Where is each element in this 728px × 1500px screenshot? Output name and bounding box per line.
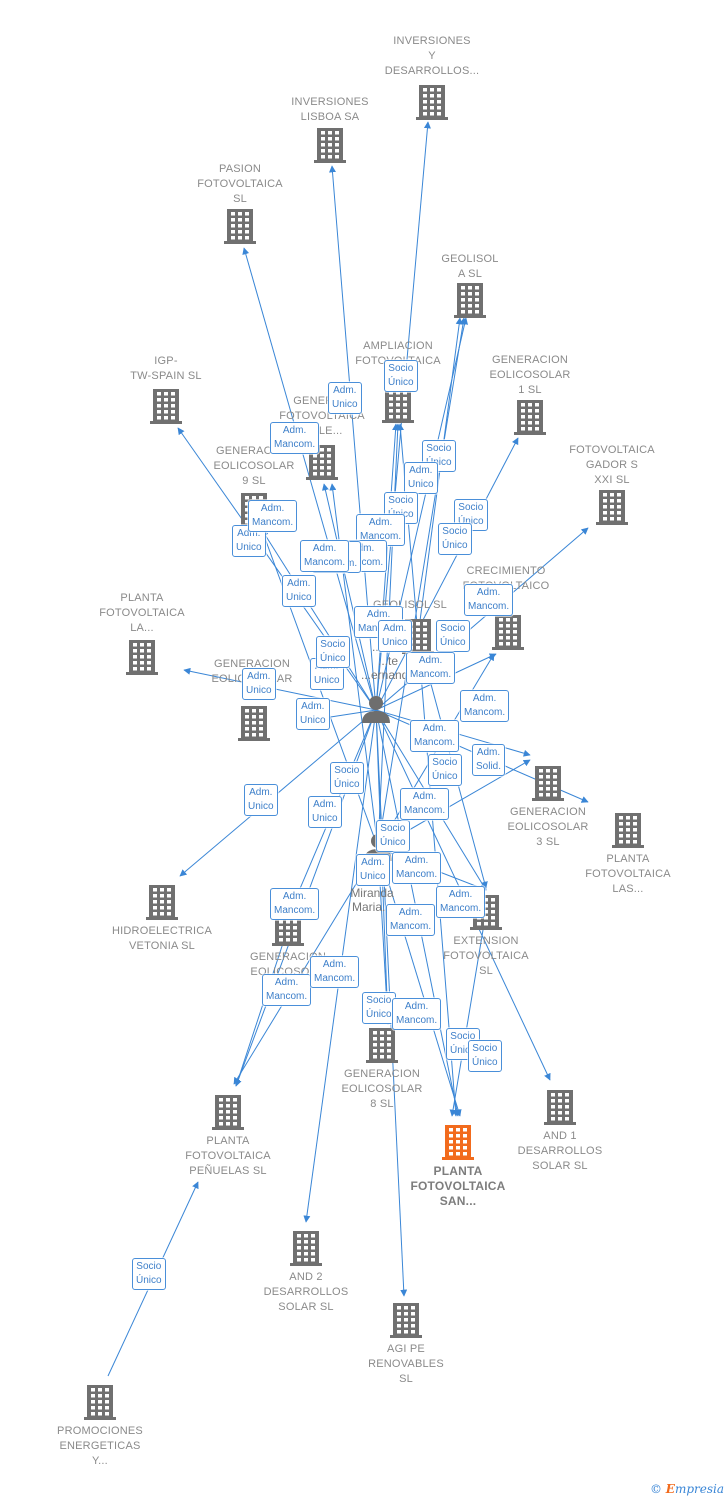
building-icon[interactable] xyxy=(84,1385,116,1420)
role-badge[interactable]: Adm. Mancom. xyxy=(406,652,456,684)
company-label[interactable]: AND 2 DESARROLLOS SOLAR SL xyxy=(263,1271,349,1313)
role-badge[interactable]: Adm. Unico xyxy=(282,575,316,607)
relationship-edge xyxy=(233,847,379,1085)
building-icon[interactable] xyxy=(532,766,564,801)
role-badge[interactable]: Adm. Mancom. xyxy=(400,788,450,820)
role-badge[interactable]: Adm. Mancom. xyxy=(436,886,486,918)
brand-name: mpresia xyxy=(674,1482,724,1496)
building-icon[interactable] xyxy=(454,283,486,318)
building-icon[interactable] xyxy=(150,389,182,424)
role-badge[interactable]: Adm. Unico xyxy=(244,784,278,816)
role-badge[interactable]: Socio Único xyxy=(438,523,472,555)
company-label[interactable]: AND 1 DESARROLLOS SOLAR SL xyxy=(517,1130,603,1172)
icon-layer xyxy=(84,85,644,1420)
company-label[interactable]: PLANTA FOTOVOLTAICA SAN... xyxy=(410,1164,506,1208)
role-badge[interactable]: Adm. Mancom. xyxy=(392,852,442,884)
brand-footer: © Empresia xyxy=(650,1482,724,1496)
role-badge[interactable]: Adm. Mancom. xyxy=(310,956,360,988)
role-badge[interactable]: Socio Único xyxy=(362,992,396,1024)
company-label[interactable]: EXTENSION FOTOVOLTAICA SL xyxy=(443,935,529,977)
role-badge[interactable]: Socio Único xyxy=(384,360,418,392)
role-badge[interactable]: Socio Único xyxy=(376,820,410,852)
building-icon[interactable] xyxy=(442,1125,474,1160)
role-badge[interactable]: Adm. Mancom. xyxy=(248,500,298,532)
building-icon[interactable] xyxy=(596,490,628,525)
company-label[interactable]: PROMOCIONES ENERGETICAS Y... xyxy=(57,1425,143,1467)
role-badge[interactable]: Socio Único xyxy=(428,754,462,786)
role-badge[interactable]: Socio Único xyxy=(316,636,350,668)
role-badge[interactable]: Adm. Unico xyxy=(356,854,390,886)
role-badge[interactable]: Socio Único xyxy=(468,1040,502,1072)
building-icon[interactable] xyxy=(238,706,270,741)
relationship-edge xyxy=(377,847,462,1117)
relationship-edge xyxy=(179,709,377,877)
role-badge[interactable]: Adm. Mancom. xyxy=(464,584,514,616)
company-label[interactable]: PLANTA FOTOVOLTAICA LAS... xyxy=(585,853,671,895)
building-icon[interactable] xyxy=(492,615,524,650)
company-label[interactable]: PLANTA FOTOVOLTAICA LA... xyxy=(99,592,185,634)
role-badge[interactable]: Adm. Mancom. xyxy=(386,904,436,936)
role-badge[interactable]: Adm. Unico xyxy=(404,462,438,494)
building-icon[interactable] xyxy=(390,1303,422,1338)
relationship-edge xyxy=(449,911,487,1117)
building-icon[interactable] xyxy=(146,885,178,920)
role-badge[interactable]: Adm. Mancom. xyxy=(460,690,510,722)
company-label[interactable]: IGP- TW-SPAIN SL xyxy=(130,355,202,382)
role-badge[interactable]: Adm. Unico xyxy=(328,382,362,414)
relationship-edge xyxy=(322,483,377,711)
building-icon[interactable] xyxy=(126,640,158,675)
company-label[interactable]: INVERSIONES Y DESARROLLOS... xyxy=(384,35,480,77)
role-badge[interactable]: Socio Único xyxy=(422,440,456,472)
role-badge[interactable]: Adm. Solid. xyxy=(472,744,506,776)
role-badge[interactable]: Socio Único xyxy=(132,1258,166,1290)
building-icon[interactable] xyxy=(290,1231,322,1266)
building-icon[interactable] xyxy=(306,445,338,480)
role-badge[interactable]: Adm. Unico xyxy=(378,620,412,652)
building-icon[interactable] xyxy=(366,1028,398,1063)
company-label[interactable]: GENERACION EOLICOSOLAR 8 SL xyxy=(341,1068,423,1110)
relationship-edge xyxy=(377,317,467,849)
building-icon[interactable] xyxy=(314,128,346,163)
role-badge[interactable]: Socio Único xyxy=(436,620,470,652)
company-label[interactable]: AGI PE RENOVABLES SL xyxy=(368,1343,444,1385)
company-label[interactable]: PASION FOTOVOLTAICA SL xyxy=(197,163,283,205)
building-icon[interactable] xyxy=(382,388,414,423)
company-label[interactable]: PLANTA FOTOVOLTAICA PEÑUELAS SL xyxy=(185,1135,271,1177)
company-label[interactable]: GEOLISOL A SL xyxy=(441,253,499,280)
building-icon[interactable] xyxy=(612,813,644,848)
company-label[interactable]: HIDROELECTRICA VETONIA SL xyxy=(112,925,212,952)
role-badge[interactable]: Adm. Mancom. xyxy=(392,998,442,1030)
building-icon[interactable] xyxy=(416,85,448,120)
role-badge[interactable]: Adm. Unico xyxy=(242,668,276,700)
role-badge[interactable]: Adm. Mancom. xyxy=(270,422,320,454)
person-icon[interactable] xyxy=(362,696,390,723)
role-badge[interactable]: Adm. Unico xyxy=(296,698,330,730)
building-icon[interactable] xyxy=(212,1095,244,1130)
building-icon[interactable] xyxy=(544,1090,576,1125)
role-badge[interactable]: Adm. Mancom. xyxy=(300,540,350,572)
relationship-edge xyxy=(234,927,289,1087)
building-icon[interactable] xyxy=(514,400,546,435)
relationship-edge xyxy=(375,437,519,711)
relationship-edge xyxy=(397,423,419,637)
role-badge[interactable]: Adm. Unico xyxy=(308,796,342,828)
company-label[interactable]: GENERACION EOLICOSOLAR 3 SL xyxy=(507,806,589,848)
role-badge[interactable]: Adm. Mancom. xyxy=(410,720,460,752)
relationship-edge xyxy=(417,317,463,637)
role-badge[interactable]: Adm. Mancom. xyxy=(262,974,312,1006)
role-badge[interactable]: Socio Único xyxy=(330,762,364,794)
brand-initial: E xyxy=(665,1482,675,1496)
company-label[interactable]: FOTOVOLTAICA GADOR S XXI SL xyxy=(569,444,655,486)
company-label[interactable]: GENERACION EOLICOSOLAR 1 SL xyxy=(489,354,571,396)
copyright-symbol: © xyxy=(649,1482,662,1496)
building-icon[interactable] xyxy=(224,209,256,244)
relationship-edge xyxy=(183,667,377,711)
company-label[interactable]: INVERSIONES LISBOA SA xyxy=(291,96,369,123)
role-badge[interactable]: Adm. Mancom. xyxy=(270,888,320,920)
